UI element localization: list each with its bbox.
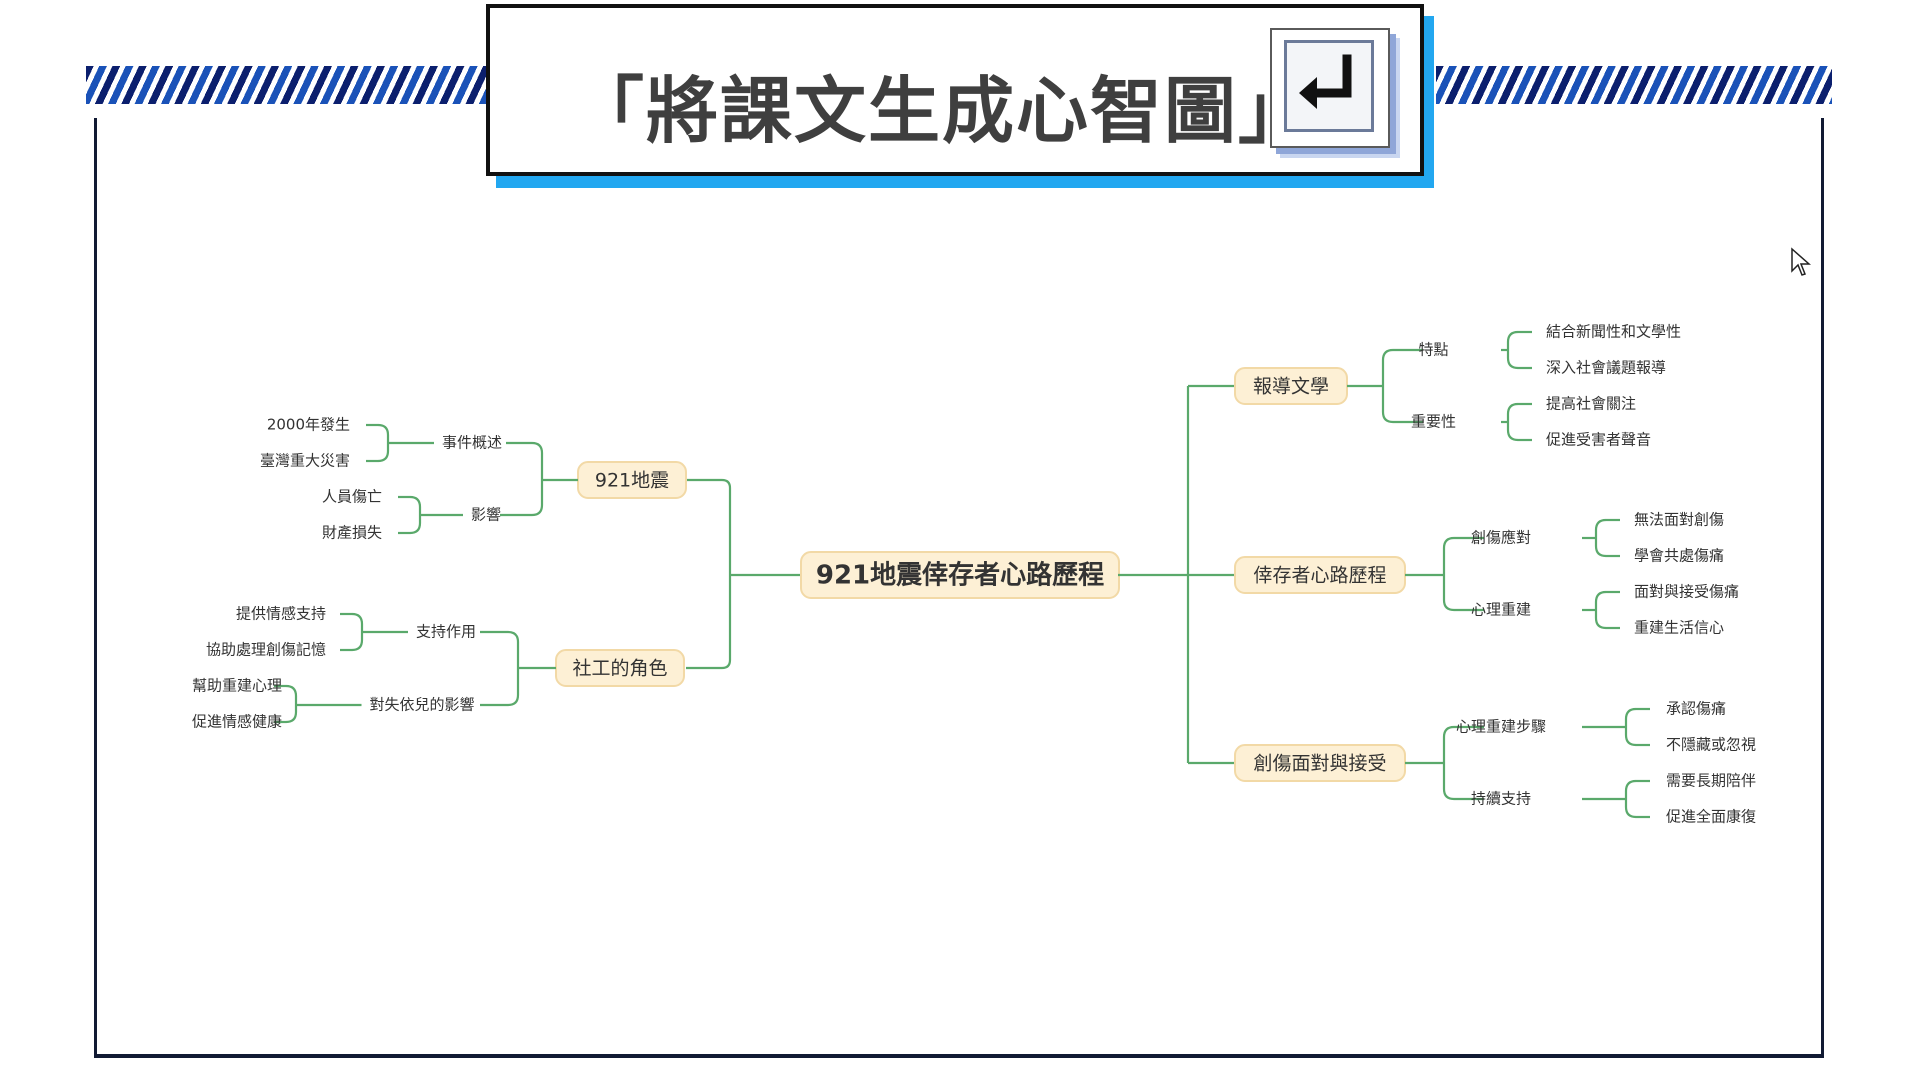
leaf-label: 協助處理創傷記憶: [206, 641, 326, 659]
leaf-label: 提供情感支持: [236, 605, 326, 623]
subtopic-label: 影響: [471, 506, 501, 524]
subtopic-label: 特點: [1418, 341, 1448, 359]
subtopic-label: 心理重建步驟: [1456, 718, 1546, 736]
children-bracket: [531, 441, 544, 517]
children-bracket: [1381, 348, 1394, 424]
children-bracket: [507, 630, 520, 707]
leaf-label: 學會共處傷痛: [1634, 547, 1724, 565]
enter-arrow-glyph: [1299, 54, 1352, 109]
subtopic-label: 支持作用: [416, 623, 476, 641]
branch-node-left-0: 921地震: [595, 470, 669, 492]
leaf-label: 人員傷亡: [322, 488, 382, 506]
leaves-bracket: [1594, 518, 1607, 558]
leaf-label: 財產損失: [322, 524, 382, 542]
subtopic-label: 事件概述: [442, 434, 502, 452]
enter-key-face: [1284, 40, 1374, 132]
leaves-bracket: [351, 612, 364, 652]
leaf-label: 幫助重建心理: [192, 677, 282, 695]
page-title: 「將課文生成心智圖」: [572, 69, 1313, 153]
leaf-label: 結合新聞性和文學性: [1546, 323, 1681, 341]
branch-node-right-0: 報導文學: [1253, 376, 1329, 398]
mouse-pointer-icon: [1791, 247, 1811, 276]
subtopic-label: 對失依兒的影響: [369, 696, 474, 714]
leaves-bracket: [1624, 707, 1637, 747]
children-bracket: [1442, 725, 1455, 801]
subtopic-label: 持續支持: [1471, 790, 1531, 808]
leaf-label: 2000年發生: [267, 416, 350, 434]
leaves-bracket: [409, 495, 422, 535]
leaves-bracket: [1594, 590, 1607, 630]
leaf-label: 促進全面康復: [1666, 808, 1756, 826]
branch-node-right-2: 創傷面對與接受: [1253, 753, 1386, 775]
leaves-bracket: [1506, 402, 1519, 442]
enter-return-icon: [1270, 28, 1390, 148]
leaf-label: 促進受害者聲音: [1546, 431, 1651, 449]
subtopic-label: 創傷應對: [1471, 529, 1531, 547]
leaf-label: 承認傷痛: [1666, 700, 1726, 718]
content-frame: [94, 118, 1824, 1058]
leaf-label: 促進情感健康: [192, 713, 282, 731]
leaf-label: 深入社會議題報導: [1546, 359, 1666, 377]
subtopic-label: 心理重建: [1471, 601, 1531, 619]
leaf-label: 面對與接受傷痛: [1634, 583, 1739, 601]
subtopic-label: 重要性: [1411, 413, 1456, 431]
leaves-bracket: [1624, 779, 1637, 819]
branch-node-right-1: 倖存者心路歷程: [1253, 565, 1386, 587]
left-trunk: [686, 478, 732, 670]
leaf-label: 臺灣重大災害: [260, 452, 350, 470]
leaves-bracket: [285, 684, 298, 724]
leaves-bracket: [1506, 330, 1519, 370]
leaf-label: 提高社會關注: [1546, 395, 1636, 413]
root-node: 921地震倖存者心路歷程: [816, 560, 1104, 591]
leaf-label: 不隱藏或忽視: [1666, 736, 1756, 754]
leaves-bracket: [377, 423, 390, 463]
decorative-stripes-right: [1436, 66, 1832, 104]
branch-node-left-1: 社工的角色: [572, 658, 667, 680]
leaf-label: 無法面對創傷: [1634, 511, 1724, 529]
leaf-label: 需要長期陪伴: [1666, 772, 1756, 790]
children-bracket: [1442, 536, 1455, 612]
decorative-stripes-left: [86, 66, 486, 104]
leaf-label: 重建生活信心: [1634, 619, 1724, 637]
title-box: 「將課文生成心智圖」: [486, 4, 1424, 176]
